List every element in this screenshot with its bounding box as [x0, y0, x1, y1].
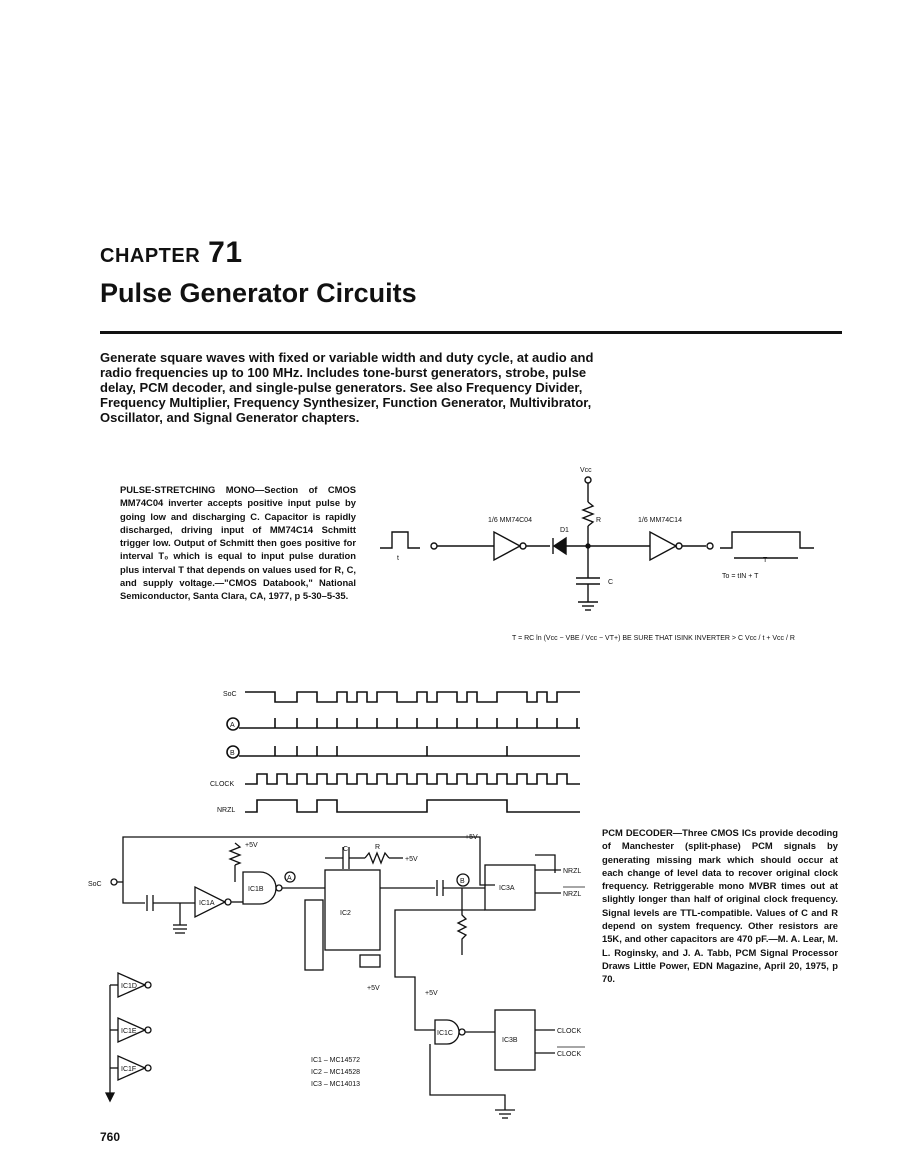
pcm-decoder-caption: PCM DECODER—Three CMOS ICs provide decod… — [602, 827, 838, 985]
svg-text:D1: D1 — [560, 527, 569, 534]
svg-text:+5V: +5V — [245, 842, 258, 849]
nrzl-waveform — [245, 799, 580, 813]
pulse-stretching-mono-caption: PULSE-STRETCHING MONO—Section of CMOS MM… — [120, 484, 356, 602]
output-pulse-waveform — [720, 531, 814, 549]
schmitt-trigger-mm74c14 — [649, 530, 678, 562]
diode-d1 — [552, 536, 567, 556]
svg-text:IC1B: IC1B — [248, 886, 264, 893]
vcc-label: Vcc — [580, 467, 592, 474]
svg-text:C: C — [608, 579, 613, 586]
clock-output-label: CLOCK — [557, 1028, 581, 1035]
timing-resistor-r — [364, 851, 390, 865]
svg-text:IC2: IC2 — [340, 910, 351, 917]
pullup-resistor — [228, 842, 242, 866]
part-ic2: IC2 – MC14528 — [311, 1069, 360, 1076]
inverter-mm74c04 — [493, 530, 522, 562]
svg-text:IC1D: IC1D — [121, 983, 137, 990]
pcm-decoder-schematic: SoC IC1A +5V IC1B A IC2 C R +5V +5V B IC… — [88, 834, 585, 1119]
svg-text:+5V: +5V — [425, 990, 438, 997]
pulse-stretching-schematic: Vcc R t 1/6 MM74C04 D1 C 1/6 MM74C14 T T… — [380, 467, 814, 642]
svg-text:R: R — [375, 844, 380, 851]
svg-text:C: C — [343, 846, 348, 853]
inverter2-label: 1/6 MM74C14 — [638, 517, 682, 524]
svg-text:+5V: +5V — [465, 834, 478, 841]
timing-formula: T = RC ln (Vcc − VBE / Vcc − VT+) BE SUR… — [512, 635, 795, 642]
svg-text:NRZL: NRZL — [217, 807, 235, 814]
svg-text:+5V: +5V — [405, 856, 418, 863]
nrzl-bar-output-label: NRZL — [563, 891, 581, 898]
ic3a-flipflop — [484, 864, 536, 911]
svg-text:SoC: SoC — [223, 691, 237, 698]
svg-text:IC3B: IC3B — [502, 1037, 518, 1044]
svg-text:B: B — [460, 878, 465, 885]
page-number: 760 — [100, 1130, 121, 1144]
svg-text:B: B — [230, 750, 235, 757]
to-equation: To = tIN + T — [722, 573, 759, 580]
part-ic3: IC3 – MC14013 — [311, 1081, 360, 1088]
soc-input-label: SoC — [88, 881, 102, 888]
svg-text:A: A — [230, 722, 235, 729]
svg-text:CLOCK: CLOCK — [210, 781, 234, 788]
svg-text:IC1E: IC1E — [121, 1028, 137, 1035]
ic2-mono — [324, 869, 381, 951]
svg-text:IC1C: IC1C — [437, 1030, 453, 1037]
inverter-ic1a — [194, 885, 227, 919]
intro-paragraph: Generate square waves with fixed or vari… — [100, 350, 594, 425]
clock-bar-output-label: CLOCK — [557, 1051, 581, 1058]
nrzl-output-label: NRZL — [563, 868, 581, 875]
inverter1-label: 1/6 MM74C04 — [488, 517, 532, 524]
ic3b-flipflop — [494, 1009, 536, 1071]
svg-text:+5V: +5V — [367, 985, 380, 992]
svg-text:IC3A: IC3A — [499, 885, 515, 892]
input-pulse-waveform — [380, 531, 420, 549]
svg-text:R: R — [596, 517, 601, 524]
pcm-waveforms: SoC A B CLOCK NRZL — [210, 691, 580, 814]
chapter-title: Pulse Generator Circuits — [100, 278, 417, 308]
soc-waveform — [245, 691, 580, 703]
svg-text:IC1F: IC1F — [121, 1066, 136, 1073]
title-rule — [100, 331, 842, 334]
clock-waveform — [245, 773, 580, 785]
svg-text:A: A — [287, 875, 292, 882]
resistor-r — [581, 501, 595, 527]
part-ic1: IC1 – MC14572 — [311, 1057, 360, 1064]
chapter-number: 71 — [208, 236, 243, 269]
svg-text:t: t — [397, 555, 399, 562]
svg-text:T: T — [763, 557, 768, 564]
svg-text:IC1A: IC1A — [199, 900, 215, 907]
